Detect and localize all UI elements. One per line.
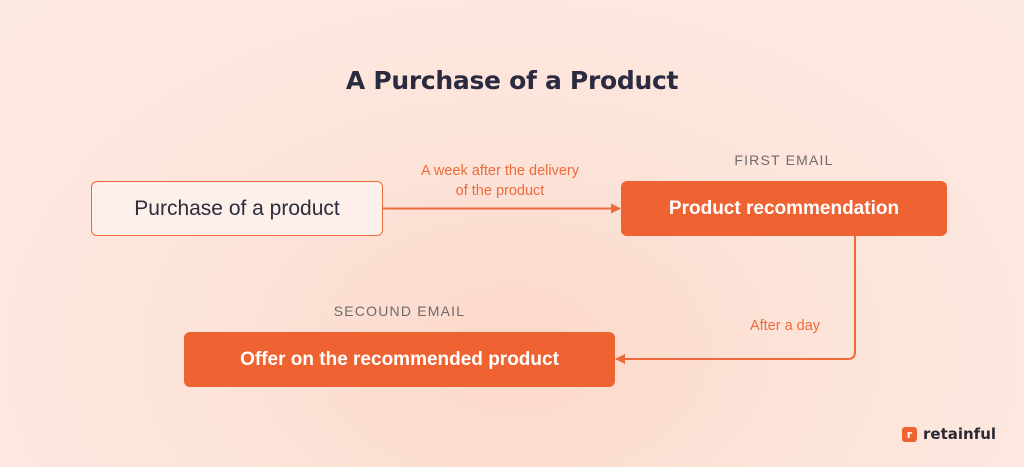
node-purchase: Purchase of a product [91,181,383,236]
edge-label-week: A week after the delivery of the product [390,161,610,201]
edge-label-week-line2: of the product [455,183,545,199]
edge-label-day: After a day [749,318,821,334]
brand-logo: r retainful [902,425,996,443]
node-product-recommendation-label: Product recommendation [668,197,900,219]
edge-label-week-line1: A week after the delivery [421,163,579,179]
first-email-caption: FIRST EMAIL [734,152,834,168]
node-offer-label: Offer on the recommended product [240,348,559,370]
brand-name: retainful [923,425,997,443]
second-email-caption: SECOUND EMAIL [333,303,466,319]
arrow-first-to-second [615,236,856,364]
retainful-logo-icon: r [902,426,917,442]
node-offer: Offer on the recommended product [184,332,615,387]
node-purchase-label: Purchase of a product [134,196,340,220]
diagram-title: A Purchase of a Product [345,66,679,95]
node-product-recommendation: Product recommendation [621,181,947,236]
